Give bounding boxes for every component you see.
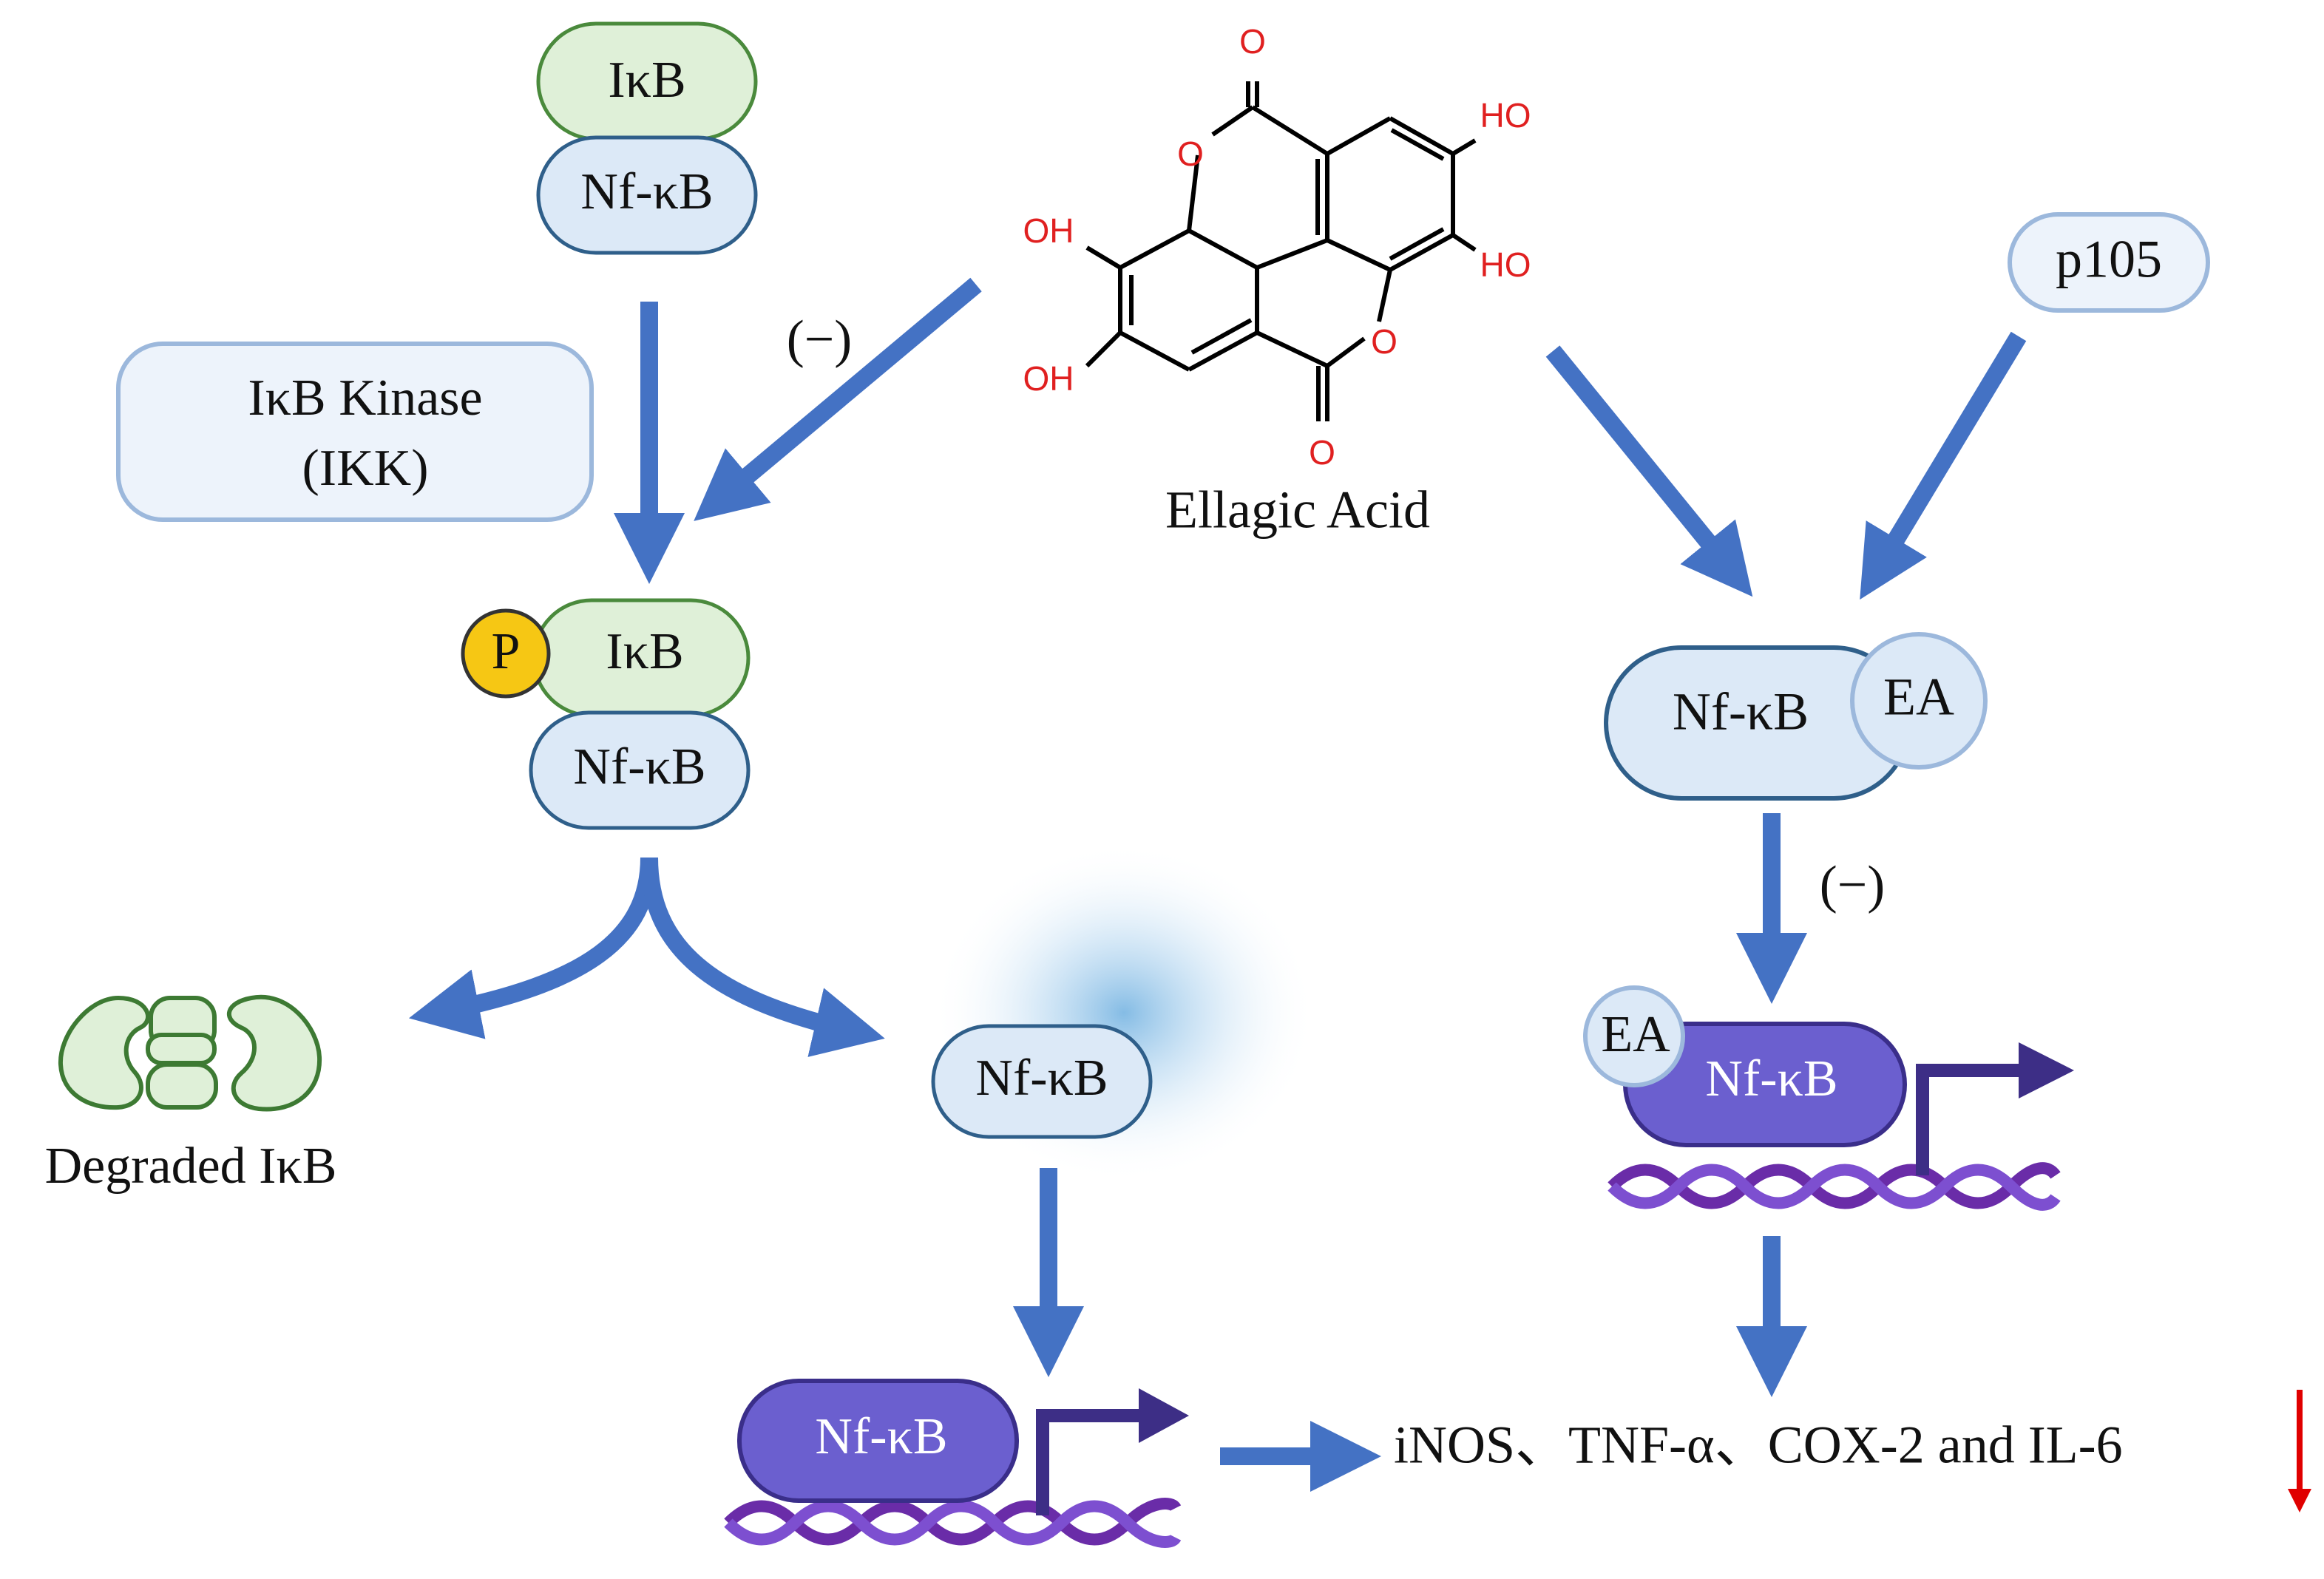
atom-o-top: O: [1239, 22, 1266, 61]
transcription-arrowhead-left: [1139, 1388, 1189, 1443]
phospho-nfkb-label: Nf-κB: [573, 738, 705, 795]
bond: [1251, 105, 1329, 156]
dna-strand-a: [724, 1498, 1182, 1546]
bond: [1188, 228, 1258, 270]
arrow-p105-to-complex: [1860, 331, 2027, 600]
atom-o-bottom: O: [1309, 433, 1335, 472]
atom-ho-right-bottom: HO: [1480, 245, 1531, 284]
phospho-complex: IκB Nf-κB P: [461, 598, 751, 830]
phospho-nfkb-pill: [529, 710, 751, 830]
bond: [1085, 245, 1122, 270]
ikk-box: IκB Kinase (IKK): [116, 342, 594, 522]
transcription-arrowhead-right: [2019, 1042, 2074, 1098]
p105-rect: [2008, 212, 2210, 313]
bond: [1256, 238, 1329, 270]
ikk-label-line2: (IKK): [302, 440, 428, 497]
p105-box: p105: [2008, 212, 2210, 313]
phosphate-circle: [461, 608, 551, 699]
arrow-ea-to-phospho: [694, 277, 982, 521]
ellagic-acid-label: Ellagic Acid: [1165, 481, 1430, 540]
atom-oh-left-top: OH: [1023, 211, 1074, 250]
split-arrow-right: [640, 857, 885, 1057]
fragment-middle-mid: [146, 1033, 217, 1065]
inhibit-left-label: (−): [787, 310, 853, 369]
bond: [1119, 330, 1190, 372]
bond: [1326, 336, 1366, 368]
inhibit-right: (−): [1736, 813, 1886, 1004]
dna-strand-b-right: [1608, 1164, 2061, 1211]
degraded-ikb-icon: [58, 994, 322, 1112]
dna-ea-circle: [1583, 985, 1685, 1087]
bond: [1326, 238, 1392, 272]
free-nfkb-pill: [931, 1024, 1153, 1139]
ellagic-acid-atoms: O O HO OH HO O OH O: [1023, 22, 1531, 472]
inhibit-left: (−): [694, 277, 982, 521]
dna-bound-right: Nf-κB EA: [1583, 985, 2074, 1211]
fragment-middle-bottom: [146, 1062, 218, 1110]
fragment-left: [58, 995, 150, 1110]
ikk-rect: [116, 342, 594, 522]
split-arrow-left: [408, 857, 658, 1039]
bond: [1451, 138, 1477, 156]
bond: [1326, 116, 1392, 156]
ikb-label: IκB: [608, 52, 685, 109]
degraded-label: Degraded IκB: [45, 1138, 337, 1195]
bond: [1377, 269, 1392, 322]
nfkb-label: Nf-κB: [580, 163, 713, 220]
arrow-ea-to-complex: [1545, 345, 1753, 597]
bond: [1451, 233, 1477, 252]
phospho-ikb-label: IκB: [606, 623, 683, 680]
atom-o-ring-right: O: [1371, 322, 1398, 361]
bound-nfkb-pill: [737, 1379, 1019, 1503]
ikb-nfkb-complex: IκB Nf-κB: [536, 21, 758, 255]
inhibit-right-label: (−): [1820, 855, 1886, 914]
bond: [1390, 128, 1445, 161]
dna-ea-label: EA: [1601, 1006, 1670, 1063]
ikk-label-line1: IκB Kinase: [248, 370, 482, 427]
phosphate-label: P: [492, 623, 521, 680]
split-arrows: [408, 857, 885, 1057]
free-nfkb: Nf-κB: [931, 843, 1316, 1183]
bond: [1188, 330, 1258, 372]
complex-ea-circle: [1850, 632, 1988, 770]
fragment-right: [226, 994, 322, 1112]
bond: [1389, 233, 1454, 272]
atom-oh-left-bottom: OH: [1023, 359, 1074, 398]
free-nfkb-label: Nf-κB: [975, 1050, 1108, 1107]
nfkb-ea-complex: Nf-κB EA: [1604, 632, 1988, 801]
dna-strand-b: [724, 1500, 1182, 1548]
bond: [1211, 105, 1254, 137]
atom-ho-right-top: HO: [1480, 96, 1531, 135]
bond: [1085, 330, 1122, 368]
bond: [1187, 154, 1200, 231]
transcription-arrow-left: [1036, 1409, 1142, 1515]
atom-o-ring-left: O: [1177, 135, 1204, 173]
bond: [1190, 318, 1253, 355]
bond: [1389, 116, 1454, 156]
transcription-arrow-right: [1916, 1064, 2022, 1175]
dna-nfkb-label: Nf-κB: [1705, 1050, 1837, 1107]
p105-label: p105: [2056, 230, 2162, 289]
dna-strand-a-right: [1608, 1162, 2061, 1209]
bond: [1389, 227, 1445, 261]
dna-bound-left: Nf-κB: [724, 1379, 1189, 1548]
genes-label: iNOS、TNF-α、COX-2 and IL-6: [1394, 1416, 2123, 1475]
ellagic-acid-structure: [1085, 81, 1477, 421]
bound-nfkb-label: Nf-κB: [815, 1408, 947, 1465]
nfkb-pill: [536, 135, 758, 255]
complex-nfkb-label: Nf-κB: [1673, 682, 1809, 741]
complex-ea-label: EA: [1883, 668, 1954, 727]
bond: [1256, 330, 1329, 368]
bond: [1119, 228, 1190, 270]
